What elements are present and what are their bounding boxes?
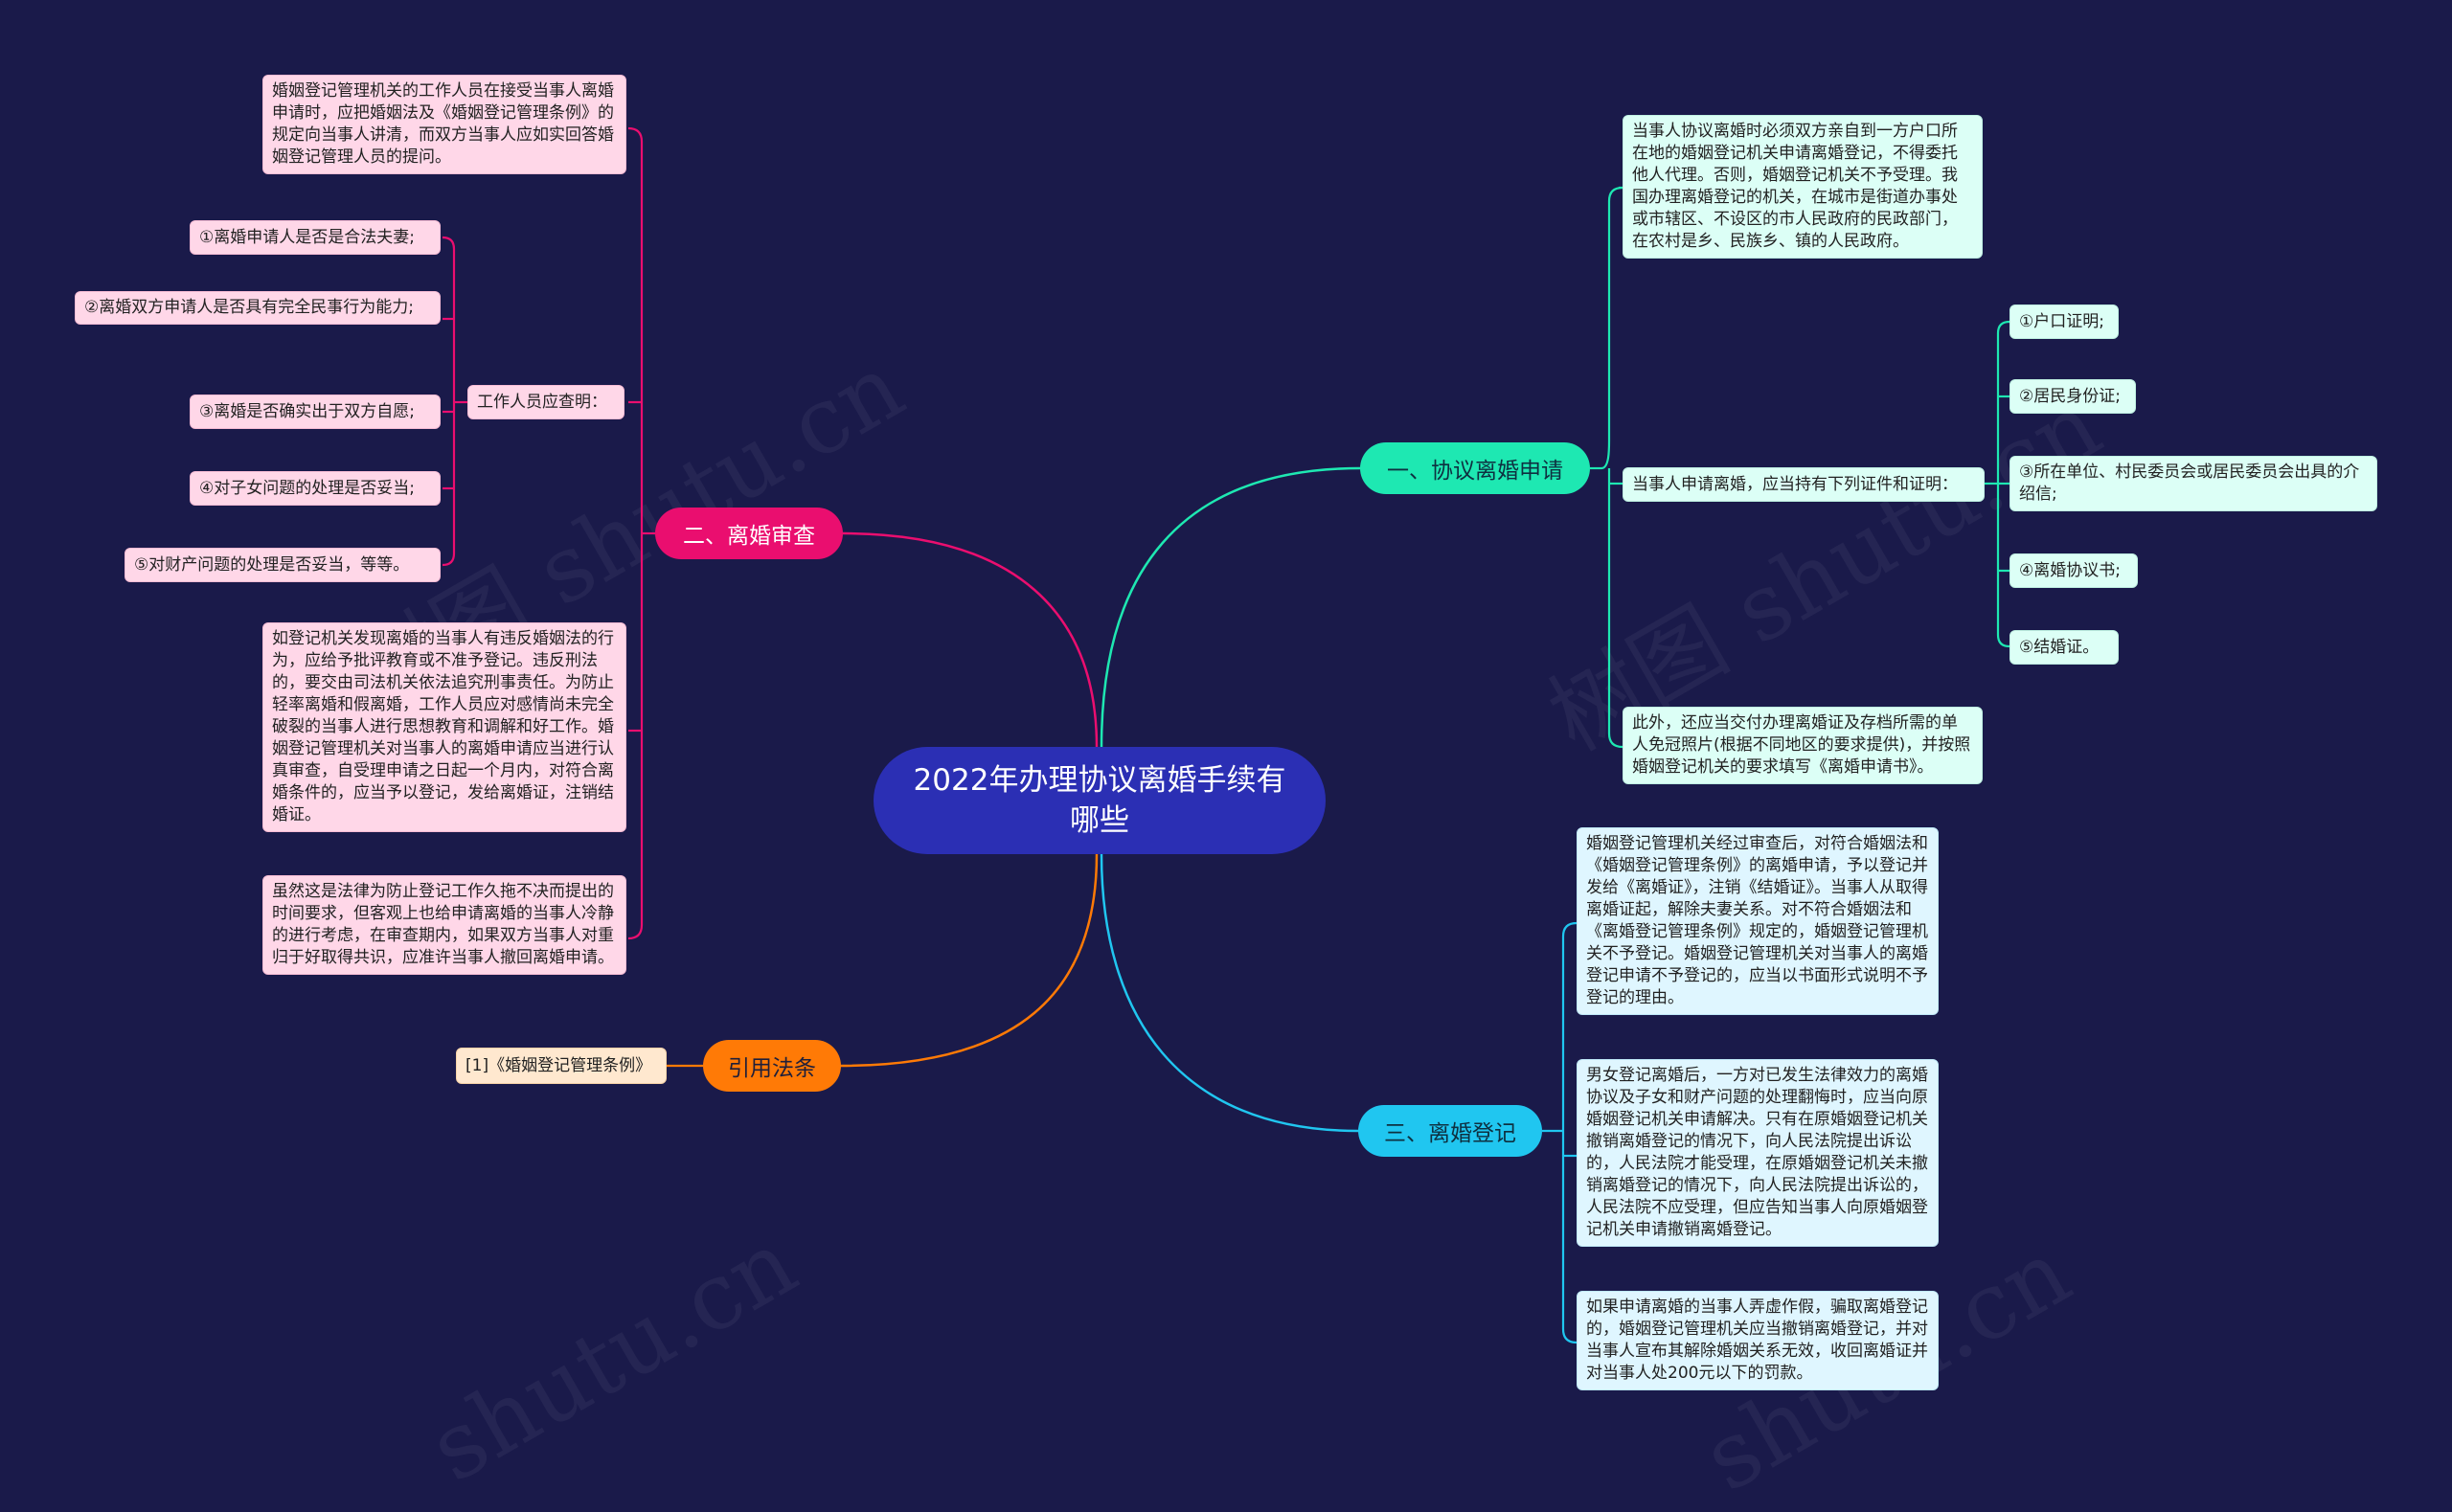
- check-item[interactable]: ⑤对财产问题的处理是否妥当，等等。: [125, 548, 441, 582]
- register-para2[interactable]: 男女登记离婚后，一方对已发生法律效力的离婚协议及子女和财产问题的处理翻悔时，应当…: [1577, 1059, 1939, 1247]
- review-para1[interactable]: 如登记机关发现离婚的当事人有违反婚姻法的行为，应给予批评教育或不准予登记。违反刑…: [262, 622, 626, 832]
- review-intro[interactable]: 婚姻登记管理机关的工作人员在接受当事人离婚申请时，应把婚姻法及《婚姻登记管理条例…: [262, 75, 626, 174]
- connector-root-law: [839, 852, 1099, 1068]
- connector-root-register: [1100, 852, 1360, 1133]
- branch-register[interactable]: 三、离婚登记: [1358, 1105, 1542, 1157]
- law-reference[interactable]: [1]《婚姻登记管理条例》: [456, 1048, 667, 1084]
- apply-intro[interactable]: 当事人协议离婚时必须双方亲自到一方户口所在地的婚姻登记机关申请离婚登记，不得委托…: [1623, 115, 1983, 259]
- apply-extra[interactable]: 此外，还应当交付办理离婚证及存档所需的单人免冠照片(根据不同地区的要求提供)，并…: [1623, 707, 1983, 784]
- mind-map-connectors: [442, 126, 2010, 1344]
- review-check-label[interactable]: 工作人员应查明：: [467, 385, 624, 419]
- connectors-register: [1542, 921, 1578, 1344]
- check-item[interactable]: ①离婚申请人是否是合法夫妻;: [190, 220, 441, 255]
- connector-root-review: [841, 531, 1099, 749]
- branch-law[interactable]: 引用法条: [703, 1040, 841, 1092]
- doc-item[interactable]: ④离婚协议书;: [2009, 553, 2138, 588]
- connectors-apply: [1590, 186, 2010, 749]
- doc-item[interactable]: ①户口证明;: [2009, 305, 2119, 339]
- branch-review[interactable]: 二、离婚审查: [655, 508, 843, 559]
- check-item[interactable]: ③离婚是否确实出于双方自愿;: [190, 395, 441, 429]
- apply-docs-label[interactable]: 当事人申请离婚，应当持有下列证件和证明：: [1623, 467, 1985, 502]
- check-item[interactable]: ④对子女问题的处理是否妥当;: [190, 471, 441, 506]
- register-para1[interactable]: 婚姻登记管理机关经过审查后，对符合婚姻法和《婚姻登记管理条例》的离婚申请，予以登…: [1577, 827, 1939, 1015]
- doc-item[interactable]: ⑤结婚证。: [2009, 630, 2119, 665]
- check-item[interactable]: ②离婚双方申请人是否具有完全民事行为能力;: [75, 291, 441, 325]
- register-para3[interactable]: 如果申请离婚的当事人弄虚作假，骗取离婚登记的，婚姻登记管理机关应当撤销离婚登记，…: [1577, 1291, 1939, 1390]
- doc-item[interactable]: ③所在单位、村民委员会或居民委员会出具的介绍信;: [2009, 456, 2377, 511]
- review-para2[interactable]: 虽然这是法律为防止登记工作久拖不决而提出的时间要求，但客观上也给申请离婚的当事人…: [262, 875, 626, 975]
- branch-apply[interactable]: 一、协议离婚申请: [1360, 442, 1590, 494]
- connector-root-apply: [1100, 466, 1362, 749]
- connectors-review: [442, 126, 655, 940]
- doc-item[interactable]: ②居民身份证;: [2009, 379, 2136, 414]
- root-topic[interactable]: 2022年办理协议离婚手续有哪些: [874, 747, 1326, 854]
